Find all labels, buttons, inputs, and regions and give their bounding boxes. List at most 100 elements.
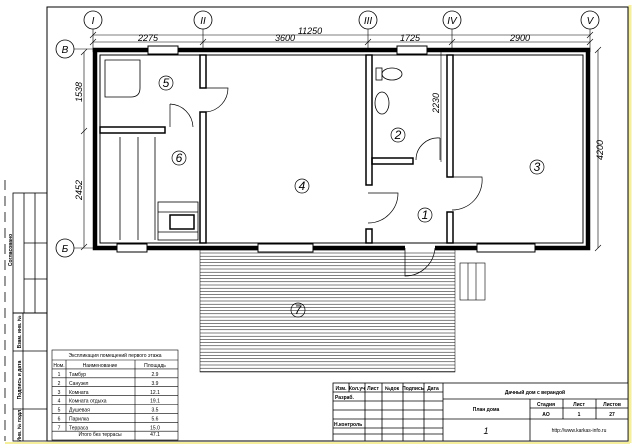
- explication-row: 5 Душевая 3.5: [58, 408, 159, 414]
- inv-label: Инв. № подл.: [17, 408, 23, 442]
- explication-row: 2 Санузел 3.9: [58, 381, 159, 387]
- terrace-deck: [199, 249, 456, 373]
- title-header: №док: [385, 386, 400, 392]
- axis-marker-B-row: [55, 238, 75, 258]
- axis-label: III: [364, 16, 373, 27]
- explication-table: [51, 349, 179, 441]
- row-name: Терраса: [69, 425, 88, 431]
- explication-total-label: Итого без террасы: [78, 432, 122, 438]
- row-area: 15.0: [150, 425, 160, 431]
- explication-title: Экспликация помещений первого этажа: [69, 352, 162, 359]
- sheet-number: 1: [483, 426, 488, 436]
- dimension-left: 2452: [74, 180, 84, 201]
- dimension-segment: 3600: [275, 33, 295, 43]
- row-number: 3: [58, 390, 61, 396]
- explication-header: Площадь: [144, 363, 166, 369]
- axis-marker-I: [83, 10, 103, 30]
- stage-value: АО: [542, 412, 550, 418]
- row-name: Санузел: [69, 381, 89, 387]
- axis-marker-IV: [442, 10, 462, 30]
- row-area: 5.6: [152, 417, 159, 423]
- dimension-right: 4200: [595, 140, 605, 160]
- dimension-lines: [80, 31, 602, 252]
- window: [257, 243, 314, 253]
- dimension-bathroom: 2230: [431, 93, 441, 114]
- room-number: 3: [534, 160, 541, 174]
- washbasin: [374, 91, 390, 115]
- explication-row: 6 Парилка 5.6: [58, 417, 159, 423]
- row-area: 2.9: [152, 372, 159, 378]
- row-number: 6: [58, 417, 61, 423]
- windows: [116, 45, 536, 253]
- developer-label: Разраб.: [335, 394, 355, 401]
- doorway: [405, 244, 435, 252]
- terrace-steps: [459, 262, 486, 301]
- row-name: Душевая: [69, 408, 90, 414]
- project-title: Дачный дом с верандой: [505, 389, 565, 396]
- window: [116, 243, 148, 253]
- row-area: 3.9: [152, 381, 159, 387]
- sheet-value: 1: [578, 412, 581, 418]
- row-number: 1: [58, 372, 61, 378]
- axis-marker-V-row: [55, 39, 75, 59]
- row-area: 12.1: [150, 390, 160, 396]
- axis-label: II: [200, 16, 206, 27]
- sheets-label: Листов: [603, 402, 621, 408]
- dimension-segment: 2275: [137, 33, 159, 43]
- room-number: 5: [163, 76, 170, 90]
- room-number: 2: [394, 128, 402, 142]
- title-header: Дата: [427, 386, 439, 392]
- axis-label: I: [92, 16, 95, 27]
- dimension-left: 1538: [74, 82, 84, 102]
- sheets-value: 27: [609, 412, 615, 418]
- window: [396, 45, 428, 55]
- axis-label: В: [62, 45, 69, 56]
- side-stamp: [4, 180, 48, 442]
- title-header: Кол.уч: [349, 386, 365, 392]
- stove: [157, 201, 199, 241]
- title-block: [332, 382, 629, 442]
- room-markers: [158, 75, 545, 318]
- title-header: Изм.: [335, 386, 347, 392]
- axis-label: V: [587, 16, 595, 27]
- stage-label: Стадия: [537, 402, 555, 408]
- dimension-segment: 2900: [509, 33, 530, 43]
- norm-control-label: Н.контроль: [334, 422, 362, 428]
- room-number: 4: [299, 179, 306, 193]
- explication-header: Наименование: [83, 363, 118, 369]
- axis-lines: [74, 29, 591, 249]
- row-number: 2: [58, 381, 61, 387]
- explication-row: 4 Комната отдыха 19.1: [58, 399, 160, 405]
- sign-date-label: Подпись и дата: [17, 360, 23, 399]
- agreed-label: Согласовано: [8, 234, 14, 266]
- row-name: Комната: [69, 390, 89, 396]
- title-header: Лист: [367, 386, 379, 392]
- shower-tray: [104, 59, 141, 98]
- fixtures: [104, 59, 403, 241]
- row-area: 19.1: [150, 399, 160, 405]
- toilet: [381, 67, 403, 81]
- row-area: 3.5: [152, 408, 159, 414]
- window: [476, 243, 536, 253]
- row-number: 5: [58, 408, 61, 414]
- explication-total: 47.1: [150, 432, 160, 438]
- axis-label: IV: [447, 16, 458, 27]
- website-url[interactable]: http://www.karkas-info.ru: [552, 428, 607, 434]
- replaced-inv-label: Взам. инв. №: [17, 315, 23, 348]
- sheet-label: Лист: [573, 402, 585, 408]
- title-header: Подпись: [402, 386, 424, 392]
- doors: [169, 87, 483, 277]
- axis-marker-II: [193, 10, 213, 30]
- row-name: Парилка: [69, 417, 89, 423]
- row-name: Комната отдыха: [69, 399, 107, 405]
- axis-marker-III: [358, 10, 378, 30]
- sheet-name: План дома: [473, 407, 500, 413]
- row-number: 4: [58, 399, 61, 405]
- explication-header: Ном.: [53, 363, 64, 369]
- dimension-overall: 11250: [298, 26, 322, 36]
- axis-marker-V: [580, 10, 600, 30]
- window: [147, 45, 179, 55]
